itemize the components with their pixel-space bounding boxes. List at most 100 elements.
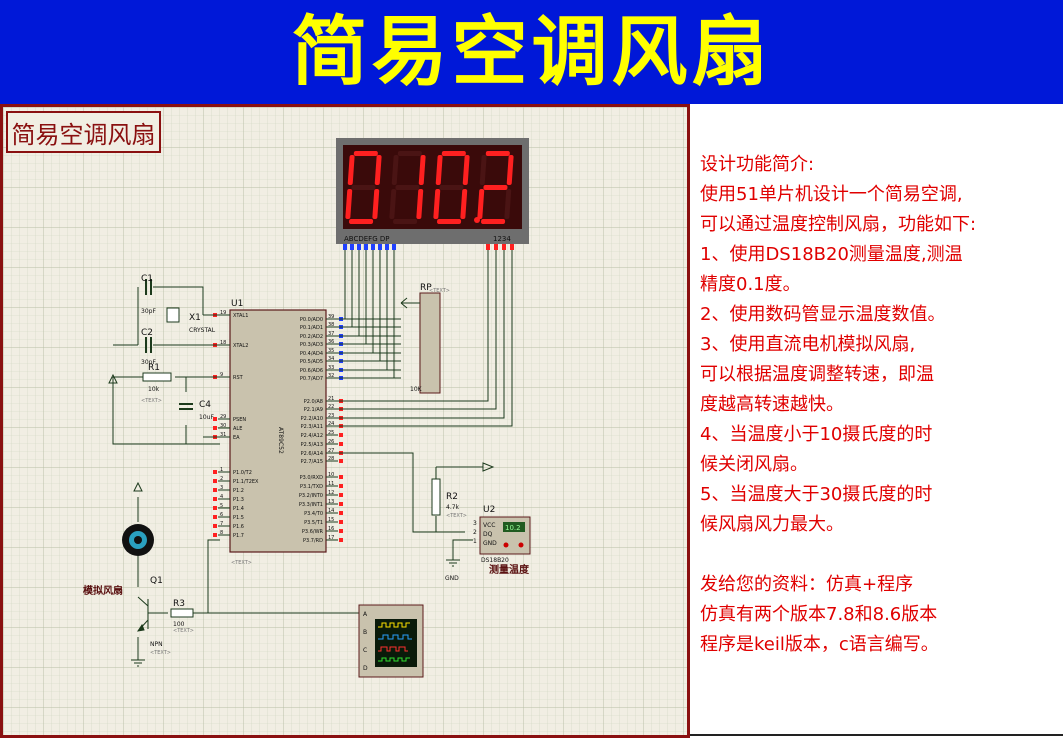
resistor-pack-rp[interactable]: RP 10K: [400, 283, 441, 394]
text-placeholder-4: <TEXT>: [446, 513, 467, 519]
c1-value: 30pF: [141, 308, 156, 315]
digit-pins-label: 1234: [493, 235, 511, 243]
title-banner: 简易空调风扇: [0, 0, 1063, 104]
capacitor-c4[interactable]: C4 10uF: [179, 400, 214, 421]
mcu-pin-marker: [213, 488, 217, 492]
digit-3: [433, 151, 470, 224]
mcu-pin-name: P0.6/AD6: [300, 368, 323, 374]
r3-value: 100: [173, 621, 185, 628]
oscilloscope[interactable]: A B C D: [358, 604, 424, 678]
mcu-pin-name: P2.6/A14: [301, 451, 323, 457]
mcu-pin-name: XTAL2: [233, 343, 248, 349]
text-placeholder-3: <TEXT>: [141, 398, 162, 404]
segment-c: [460, 189, 468, 219]
mcu-pin-number: 36: [328, 339, 334, 345]
resistor-r3[interactable]: R3 100: [170, 599, 194, 628]
digit-1: [345, 151, 382, 224]
display-segment-pin: [350, 244, 354, 250]
r2-label: R2: [446, 492, 458, 502]
segment-f: [347, 155, 355, 185]
dc-motor-fan[interactable]: [122, 481, 154, 556]
sensor-pin-num-3: 3: [473, 520, 477, 527]
mcu-pin-number: 12: [328, 490, 334, 496]
mcu-pin-name: P0.3/AD3: [300, 342, 323, 348]
digit-4: [477, 151, 514, 224]
mcu-pin-number: 33: [328, 365, 334, 371]
display-segment-pin: [385, 244, 389, 250]
mcu-pin-number: 17: [328, 535, 334, 541]
mcu-pin-name: P1.6: [233, 524, 244, 530]
mcu-pin-number: 21: [328, 396, 334, 402]
mcu-pin-marker: [213, 533, 217, 537]
mcu-pin-number: 23: [328, 413, 334, 419]
description-line: 1、使用DS18B20测量温度,测温: [700, 244, 963, 265]
display-pins: [343, 244, 514, 250]
description-line: 度越高转速越快。: [700, 394, 844, 415]
mcu-pin-name: P2.0/A8: [304, 399, 323, 405]
segment-a: [397, 151, 422, 156]
mcu-pin-marker: [339, 511, 343, 515]
rp-label: RP: [420, 283, 432, 293]
resistor-r2[interactable]: R2 4.7k: [431, 478, 460, 516]
bottom-rule: [690, 734, 1063, 736]
mcu-pin-name: ALE: [233, 426, 242, 432]
r2-value: 4.7k: [446, 504, 460, 511]
display-digit-pin: [510, 244, 514, 250]
mcu-pin-number: 28: [328, 456, 334, 462]
mcu-pin-name: P0.5/AD5: [300, 359, 323, 365]
mcu-pin-number: 18: [220, 340, 226, 346]
x1-label: X1: [189, 313, 201, 323]
capacitor-c1[interactable]: C1 30pF: [141, 274, 156, 315]
mcu-pin-marker: [339, 520, 343, 524]
mcu-pin-name: P1.4: [233, 506, 244, 512]
r1-value: 10k: [148, 386, 160, 393]
mcu-pin-number: 37: [328, 331, 334, 337]
seven-segment-display[interactable]: ABCDEFG DP 1234: [336, 138, 529, 244]
gnd-label: GND: [445, 575, 459, 582]
c4-value: 10uF: [199, 414, 214, 421]
segment-pins-label: ABCDEFG DP: [344, 235, 389, 243]
mcu-pin-name: P1.7: [233, 533, 244, 539]
display-digits: [345, 151, 514, 224]
mcu-pin-marker: [339, 433, 343, 437]
capacitor-c2[interactable]: C2 30pF: [141, 328, 156, 366]
segment-a: [441, 151, 466, 156]
scope-channel-a: A: [363, 611, 368, 618]
text-placeholder-6: <TEXT>: [173, 628, 194, 634]
description-line: 设计功能简介:: [700, 154, 815, 175]
temp-measure-label: 测量温度: [489, 563, 530, 576]
resistor-r1[interactable]: R1 10k: [142, 363, 172, 393]
mcu-pin-number: 29: [220, 414, 226, 420]
scope-channel-b: B: [363, 629, 367, 636]
mcu-pin-name: P2.1/A9: [304, 407, 323, 413]
mcu-pin-name: P3.5/T1: [304, 520, 323, 526]
mcu-pin-marker: [213, 506, 217, 510]
mcu-pin-number: 1: [220, 467, 223, 473]
description-line: 5、当温度大于30摄氏度的时: [700, 484, 933, 505]
segment-b: [506, 155, 514, 185]
segment-f: [391, 155, 399, 185]
sensor-pin-num-2: 2: [473, 529, 477, 536]
mcu-pin-name: P0.4/AD4: [300, 351, 323, 357]
mcu-pin-number: 32: [328, 373, 334, 379]
description-line: 3、使用直流电机模拟风扇,: [700, 334, 916, 355]
text-placeholder-2: <TEXT>: [231, 560, 252, 566]
mcu-pin-marker: [213, 479, 217, 483]
q1-label: Q1: [150, 576, 163, 586]
text-placeholder-1: <TEXT>: [429, 288, 450, 294]
sensor-ds18b20[interactable]: 10.2 VCC DQ GND 3 2 1 U2 DS18B20 测量温度: [473, 505, 531, 576]
mcu-pin-name: P0.0/AD0: [300, 317, 323, 323]
mcu-pin-marker: [339, 484, 343, 488]
sensor-readout: 10.2: [505, 524, 521, 532]
transistor-q1[interactable]: Q1 NPN: [136, 576, 168, 648]
mcu-pin-marker: [213, 497, 217, 501]
mcu-pin-number: 25: [328, 430, 334, 436]
description-line: 可以根据温度调整转速，即温: [700, 364, 934, 385]
crystal-x1[interactable]: X1 CRYSTAL: [166, 307, 216, 334]
mcu-pin-name: P1.1/T2EX: [233, 479, 259, 485]
mcu-pin-number: 19: [220, 310, 226, 316]
sensor-pin-num-1: 1: [473, 538, 477, 545]
